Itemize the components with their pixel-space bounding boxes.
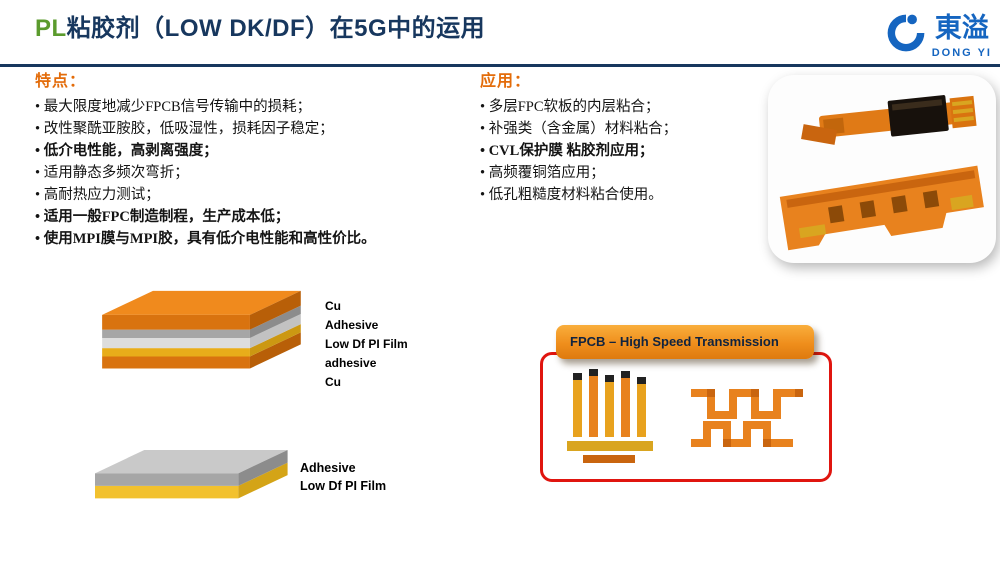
logo-text-block: 東溢 DONG YI [932,6,992,59]
application-item: CVL保护膜 粘胶剂应用； [480,140,780,162]
company-logo: 東溢 DONG YI [885,6,992,59]
logo-subname: DONG YI [931,47,992,59]
fpc-photo-illustration [779,95,984,251]
feature-item: 低介电性能，高剥离强度； [35,140,480,162]
fpc-photo [768,75,996,263]
application-item: 低孔粗糙度材料粘合使用。 [480,184,780,206]
layer-label: Adhesive [325,318,379,332]
fpcb-banner: FPCB – High Speed Transmission [556,325,814,359]
fpcb-samples-box [540,352,832,482]
feature-item: 高耐热应力测试； [35,184,480,206]
layer-stack-2-diagram [95,450,288,499]
feature-item: 适用静态多频次弯折； [35,162,480,184]
layer-stack-2-labels: Adhesive Low Df PI Film [300,459,386,495]
applications-section: 应用： 多层FPC软板的内层粘合； 补强类（含金属）材料粘合； CVL保护膜 粘… [480,72,780,206]
feature-item: 最大限度地减少FPCB信号传输中的损耗； [35,96,480,118]
applications-heading: 应用： [480,73,532,90]
page-title-prefix: PL [35,15,67,42]
layer-label: Low Df PI Film [300,479,387,493]
header-divider [0,64,1000,67]
feature-item: 适用一般FPC制造制程，生产成本低； [35,206,480,228]
fpcb-samples-illustration [567,369,803,463]
logo-name: 東溢 [934,13,989,43]
application-item: 多层FPC软板的内层粘合； [480,96,780,118]
feature-item: 改性聚酰亚胺胶，低吸湿性，损耗因子稳定； [35,118,480,140]
layer-label: Low Df PI Film [325,337,408,351]
layer-stack-5-labels: Cu Adhesive Low Df PI Film adhesive Cu [325,297,408,392]
layer-label: adhesive [325,356,377,370]
application-item: 补强类（含金属）材料粘合； [480,118,780,140]
logo-swirl-icon [887,14,925,51]
feature-item: 使用MPI膜与MPI胶，具有低介电性能和高性价比。 [35,228,480,250]
page-title: PL粘胶剂（LOW DK/DF）在5G中的运用 [35,14,485,44]
features-section: 特点： 最大限度地减少FPCB信号传输中的损耗； 改性聚酰亚胺胶，低吸湿性，损耗… [35,72,480,250]
features-list: 最大限度地减少FPCB信号传输中的损耗； 改性聚酰亚胺胶，低吸湿性，损耗因子稳定… [35,96,480,250]
features-heading: 特点： [35,73,87,90]
layer-label: Adhesive [300,461,356,475]
applications-list: 多层FPC软板的内层粘合； 补强类（含金属）材料粘合； CVL保护膜 粘胶剂应用… [480,96,780,206]
layer-stack-5-diagram [102,290,301,369]
layer-label: Cu [325,375,341,389]
application-item: 高频覆铜箔应用； [480,162,780,184]
page-title-rest: 粘胶剂（LOW DK/DF）在5G中的运用 [66,15,486,42]
layer-label: Cu [325,299,341,313]
